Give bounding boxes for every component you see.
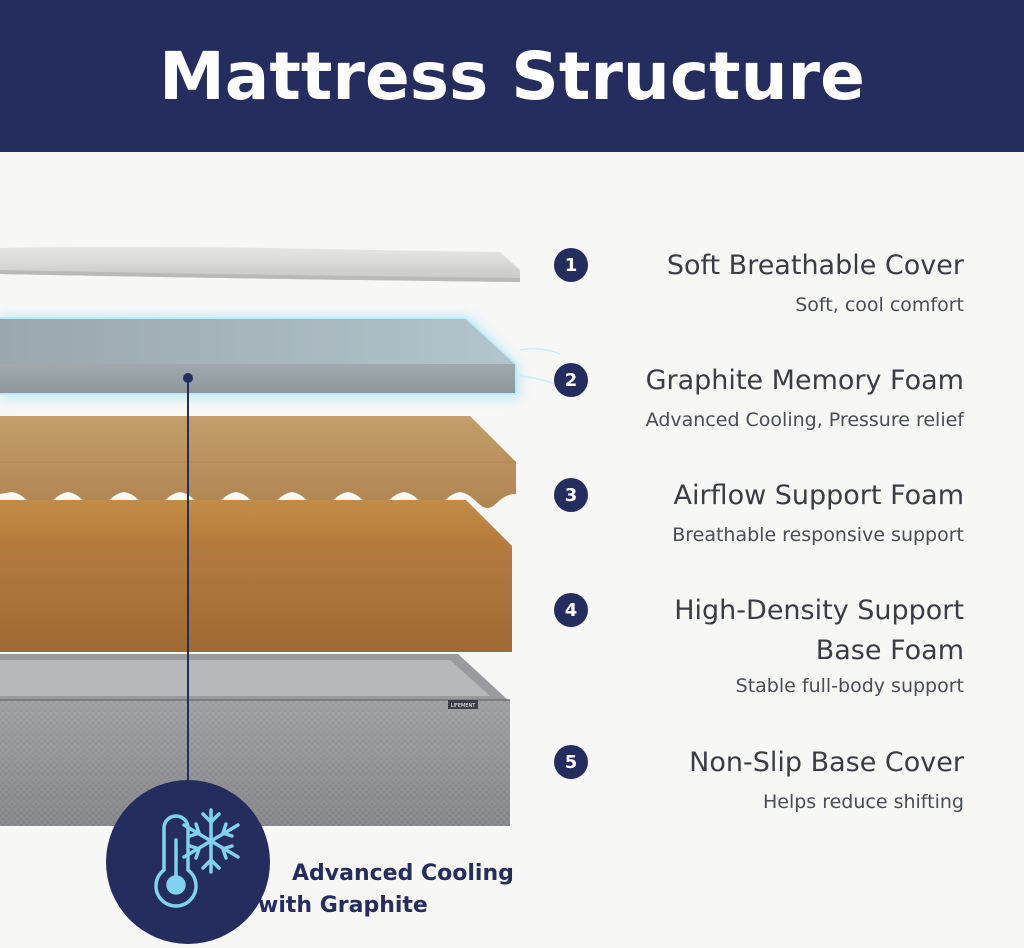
layer-title: Airflow Support Foam xyxy=(673,480,964,511)
layer-item-4: 4 High-Density Support Base Foam Stable … xyxy=(544,591,964,701)
cooling-badge xyxy=(106,780,270,944)
layer-number-badge: 3 xyxy=(554,478,588,512)
cover-layer xyxy=(0,246,520,282)
layer-title-line-1: High-Density Support xyxy=(674,595,964,626)
brand-label-text: LIFEMENT xyxy=(451,703,477,709)
thermometer-snowflake-icon xyxy=(154,808,240,908)
layer-list: 1 Soft Breathable Cover Soft, cool comfo… xyxy=(540,0,980,948)
brand-label xyxy=(448,700,478,709)
layer-title: Graphite Memory Foam xyxy=(645,365,964,396)
layer-item-2: 2 Graphite Memory Foam Advanced Cooling,… xyxy=(544,361,964,435)
layer-title: Non-Slip Base Cover xyxy=(689,747,964,778)
layer-description: Advanced Cooling, Pressure relief xyxy=(645,409,964,431)
page-title: Mattress Structure xyxy=(159,37,865,115)
layer-number-badge: 4 xyxy=(554,593,588,627)
layer-number-badge: 2 xyxy=(554,363,588,397)
layer-item-1: 1 Soft Breathable Cover Soft, cool comfo… xyxy=(544,246,964,320)
layer-title: Soft Breathable Cover xyxy=(666,250,964,281)
header-banner: Mattress Structure xyxy=(0,0,1024,152)
layer-title-line-2: Base Foam xyxy=(815,635,964,666)
base-cover-layer: LIFEMENT xyxy=(0,654,510,826)
badge-line-1: Advanced Cooling xyxy=(292,861,514,886)
badge-line-2: with Graphite xyxy=(258,893,428,918)
airflow-foam-layer xyxy=(0,416,516,508)
cooling-badge-caption: Advanced Cooling with Graphite xyxy=(258,858,538,922)
callout-dot xyxy=(183,373,193,383)
layer-number-badge: 5 xyxy=(554,745,588,779)
layer-description: Stable full-body support xyxy=(735,675,964,697)
mattress-illustration: LIFEMENT xyxy=(0,246,560,944)
layer-item-3: 3 Airflow Support Foam Breathable respon… xyxy=(544,476,964,550)
layer-number-badge: 1 xyxy=(554,248,588,282)
layer-item-5: 5 Non-Slip Base Cover Helps reduce shift… xyxy=(544,743,964,817)
layer-description: Soft, cool comfort xyxy=(795,294,964,316)
layer-description: Helps reduce shifting xyxy=(762,791,964,813)
layer-description: Breathable responsive support xyxy=(672,524,964,546)
graphite-foam-layer xyxy=(0,316,560,398)
support-base-foam-layer xyxy=(0,500,512,652)
